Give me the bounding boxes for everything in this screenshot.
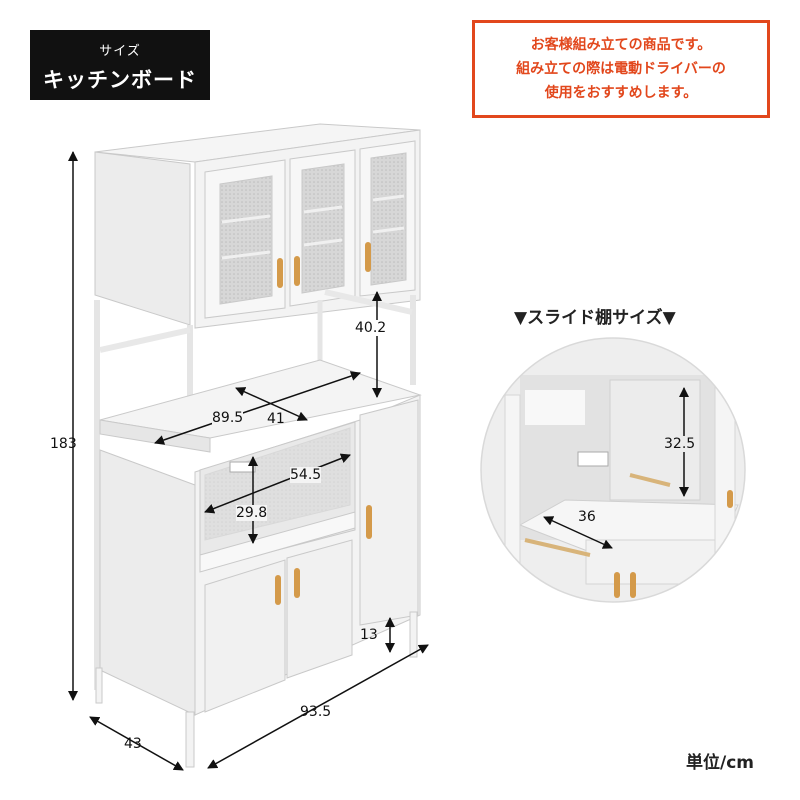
notice-line-2: 組み立ての際は電動ドライバーの (516, 61, 726, 77)
dim-total-width: 93.5 (300, 704, 332, 720)
dim-total-height: 183 (50, 436, 77, 452)
dim-slide-height: 32.5 (664, 436, 696, 452)
size-label: サイズ (99, 44, 141, 59)
slide-shelf-title: ▼スライド棚サイズ▼ (514, 308, 676, 328)
notice-line-3: 使用をおすすめします。 (544, 85, 698, 101)
dim-shelf-width: 89.5 (212, 410, 244, 426)
dim-total-depth: 43 (124, 736, 142, 752)
dimension-lines (68, 151, 429, 771)
dim-inner-height: 29.8 (236, 505, 268, 521)
product-name: キッチンボード (43, 68, 197, 92)
unit-label: 単位/cm (686, 753, 754, 773)
dim-inner-width: 54.5 (290, 467, 322, 483)
glass-door-middle (289, 149, 356, 307)
notice-line-1: お客様組み立ての商品です。 (530, 37, 712, 53)
dim-slide-depth: 36 (578, 509, 596, 525)
dim-shelf-depth: 41 (267, 411, 285, 427)
glass-door-left (204, 159, 286, 319)
slide-shelf-detail (480, 337, 746, 603)
cabinet (94, 123, 422, 768)
glass-door-right (359, 140, 416, 297)
dim-leg-height: 13 (360, 627, 378, 643)
dim-upper-gap: 40.2 (355, 320, 387, 336)
product-title-box: サイズ キッチンボード (30, 30, 210, 100)
assembly-notice: お客様組み立ての商品です。 組み立ての際は電動ドライバーの 使用をおすすめします… (472, 20, 770, 118)
